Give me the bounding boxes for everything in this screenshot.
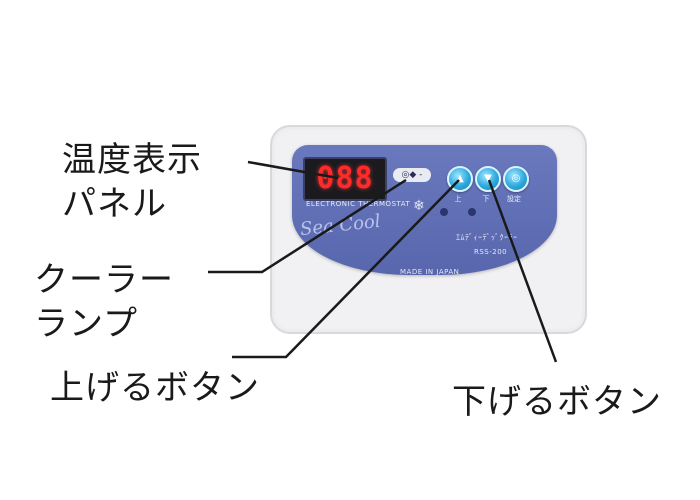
leader-line-down (487, 179, 558, 363)
temperature-display: 088 (303, 157, 387, 201)
panel-fine-print: ELECTRONIC THERMOSTAT (306, 200, 411, 208)
set-button-label: 設定 (507, 195, 521, 203)
set-button[interactable]: ◎ (503, 166, 529, 192)
down-indicator-icon (468, 208, 476, 216)
model-number: RSS-200 (474, 248, 508, 256)
up-indicator-icon (440, 208, 448, 216)
label-down-button: 下げるボタン (452, 382, 662, 422)
up-button[interactable]: ▲ (447, 166, 473, 192)
leader-line-up (232, 179, 460, 359)
leader-line-display (247, 160, 339, 180)
label-up-button: 上げるボタン (50, 368, 260, 408)
snowflake-icon: ❄ (413, 198, 425, 214)
up-button-label: 上 (454, 195, 462, 203)
leader-line-cooler (208, 178, 407, 274)
panel-caption: ｴﾑﾃﾞｨｰﾃﾞｯﾞｸｰﾗｰ (456, 233, 518, 242)
label-cooler-lamp-text: クーラー ランプ (34, 260, 174, 344)
cooler-lamp-indicator: ◎◆ ‐ (393, 168, 431, 182)
label-display-panel-text: 温度表示 パネル (62, 140, 202, 224)
down-button[interactable]: ▼ (475, 166, 501, 192)
label-cooler-lamp: クーラー ランプ (34, 258, 174, 346)
down-button-label: 下 (482, 195, 490, 203)
label-display-panel: 温度表示 パネル (62, 138, 202, 226)
panel-bottom-text: MADE IN JAPAN (400, 268, 460, 276)
